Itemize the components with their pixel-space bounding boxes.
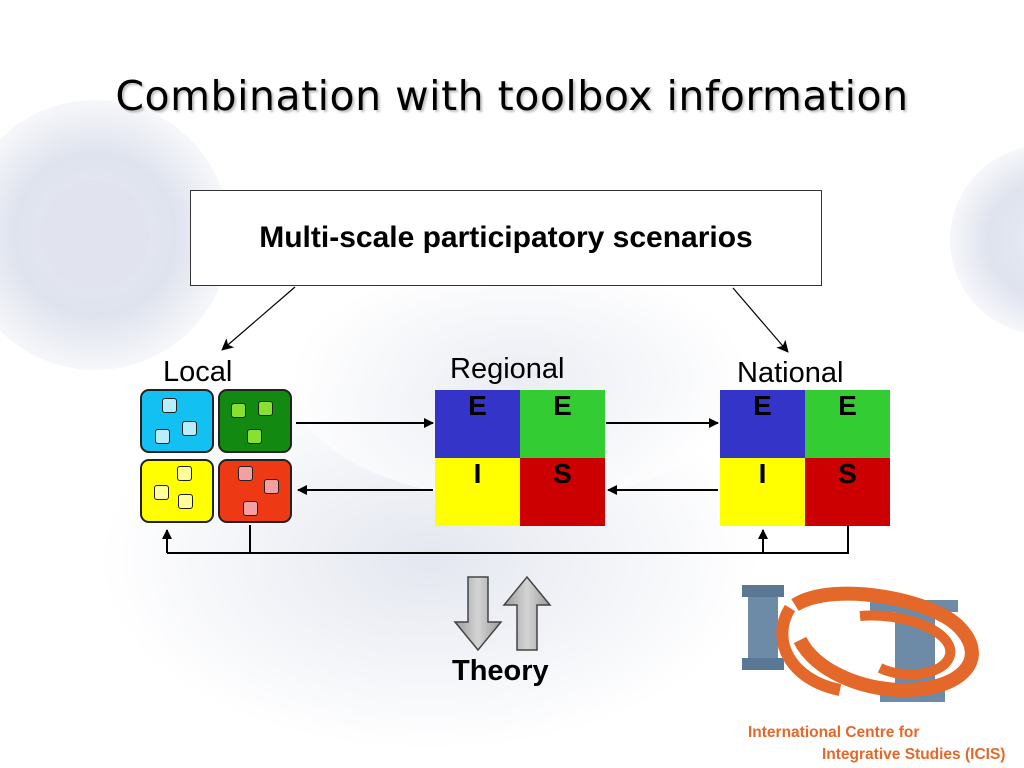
regional-cell-e1: E <box>435 390 520 458</box>
cyan-square <box>162 398 177 413</box>
green-square <box>258 401 273 416</box>
theory-label: Theory <box>452 655 549 687</box>
local-label: Local <box>163 356 233 388</box>
slide-title: Combination with toolbox information <box>115 72 909 120</box>
red-square <box>264 479 279 494</box>
feedback-loop <box>162 525 849 554</box>
yellow-square <box>178 494 193 509</box>
national-cell-e2: E <box>805 390 890 458</box>
national-label: National <box>737 357 844 389</box>
theory-arrows <box>453 575 552 652</box>
cyan-square <box>155 429 170 444</box>
regional-label: Regional <box>450 353 565 385</box>
arrow-to-local <box>221 286 296 351</box>
regional-cell-i: I <box>435 458 520 526</box>
icis-text-line2: Integrative Studies (ICIS) <box>822 746 1006 763</box>
yellow-square <box>154 485 169 500</box>
scenarios-box: Multi-scale participatory scenarios <box>190 190 822 286</box>
icis-logo <box>742 585 979 702</box>
icis-text-line1: International Centre for <box>748 724 920 741</box>
cyan-square <box>182 421 197 436</box>
green-square <box>231 403 246 418</box>
red-square <box>243 501 258 516</box>
green-square <box>247 429 262 444</box>
yellow-square <box>177 466 192 481</box>
local-tile-red <box>218 459 292 523</box>
local-tile-yellow <box>140 459 214 523</box>
national-cell-i: I <box>720 458 805 526</box>
arrow-to-national <box>732 287 789 353</box>
red-square <box>238 466 253 481</box>
national-cell-s: S <box>805 458 890 526</box>
regional-cell-e2: E <box>520 390 605 458</box>
regional-cell-s: S <box>520 458 605 526</box>
local-tile-cyan <box>140 389 214 453</box>
local-tile-green <box>218 389 292 453</box>
national-cell-e1: E <box>720 390 805 458</box>
